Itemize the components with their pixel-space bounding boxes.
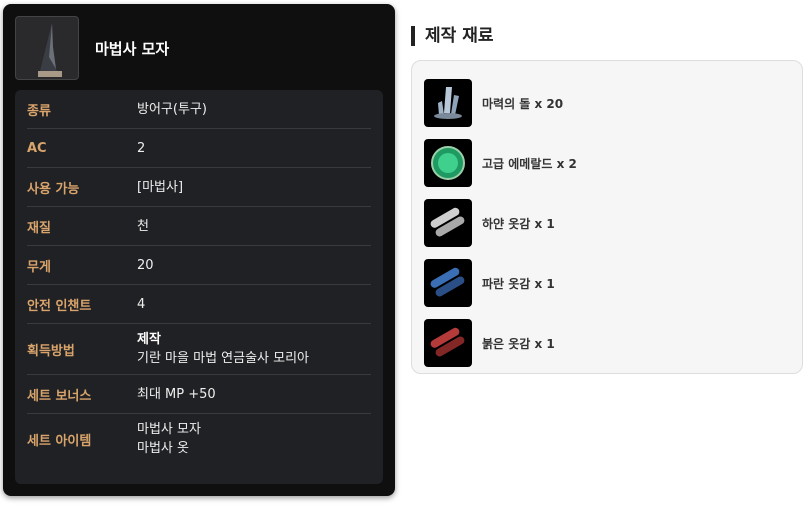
blue-cloth-icon bbox=[424, 259, 472, 307]
stats-panel: 종류 방어구(투구) AC 2 사용 가능 [마법사] 재질 천 무게 20 안전 인챈트… bbox=[15, 90, 383, 484]
stat-label: 획득방법 bbox=[27, 343, 75, 359]
material-item: 고급 에메랄드 x 2 bbox=[424, 133, 790, 193]
material-label: 마력의 돌 x 20 bbox=[482, 96, 564, 111]
stat-row-material: 재질 천 bbox=[27, 207, 371, 246]
stat-value: 4 bbox=[137, 296, 146, 312]
material-item: 붉은 옷감 x 1 bbox=[424, 313, 790, 373]
material-item: 파란 옷감 x 1 bbox=[424, 253, 790, 313]
stat-value: 방어구(투구) bbox=[137, 101, 207, 117]
material-label: 고급 에메랄드 x 2 bbox=[482, 156, 577, 171]
stat-row-type: 종류 방어구(투구) bbox=[27, 90, 371, 129]
materials-list: 마력의 돌 x 20 고급 에메랄드 x 2 하얀 옷감 x 1 파란 옷감 x… bbox=[411, 60, 803, 374]
stat-label: 재질 bbox=[27, 220, 51, 236]
stat-row-ac: AC 2 bbox=[27, 129, 371, 168]
stat-label: 안전 인챈트 bbox=[27, 298, 92, 314]
item-name: 마법사 모자 bbox=[95, 40, 170, 58]
stat-label: 사용 가능 bbox=[27, 181, 80, 197]
stat-row-weight: 무게 20 bbox=[27, 246, 371, 285]
stat-label: 무게 bbox=[27, 259, 51, 275]
stat-value: 2 bbox=[137, 140, 146, 156]
stat-label: 세트 아이템 bbox=[27, 433, 92, 449]
set-item-link[interactable]: 마법사 모자 bbox=[137, 422, 201, 437]
white-cloth-icon bbox=[424, 199, 472, 247]
wizard-hat-icon bbox=[15, 16, 79, 80]
emerald-icon bbox=[424, 139, 472, 187]
stat-value: [마법사] bbox=[137, 179, 184, 195]
stat-row-set-bonus: 세트 보너스 최대 MP +50 bbox=[27, 375, 371, 414]
material-item: 하얀 옷감 x 1 bbox=[424, 193, 790, 253]
material-label: 파란 옷감 x 1 bbox=[482, 276, 555, 291]
set-item-link[interactable]: 마법사 옷 bbox=[137, 441, 189, 456]
stat-value: 20 bbox=[137, 257, 154, 273]
stat-label: AC bbox=[27, 140, 47, 156]
material-label: 붉은 옷감 x 1 bbox=[482, 336, 555, 351]
item-card: 마법사 모자 종류 방어구(투구) AC 2 사용 가능 [마법사] 재질 천 무게 20… bbox=[3, 4, 395, 496]
stat-value-detail: 기란 마을 마법 연금술사 모리아 bbox=[137, 351, 310, 366]
stat-row-safe-enchant: 안전 인챈트 4 bbox=[27, 285, 371, 324]
stat-value: 최대 MP +50 bbox=[137, 386, 216, 402]
material-item: 마력의 돌 x 20 bbox=[424, 73, 790, 133]
material-label: 하얀 옷감 x 1 bbox=[482, 216, 555, 231]
stat-value: 천 bbox=[137, 218, 149, 234]
stat-value: 제작 bbox=[137, 332, 161, 347]
materials-heading: 제작 재료 bbox=[411, 26, 493, 46]
stat-row-class: 사용 가능 [마법사] bbox=[27, 168, 371, 207]
stat-label: 종류 bbox=[27, 103, 51, 119]
magic-stone-icon bbox=[424, 79, 472, 127]
red-cloth-icon bbox=[424, 319, 472, 367]
stat-label: 세트 보너스 bbox=[27, 388, 92, 404]
